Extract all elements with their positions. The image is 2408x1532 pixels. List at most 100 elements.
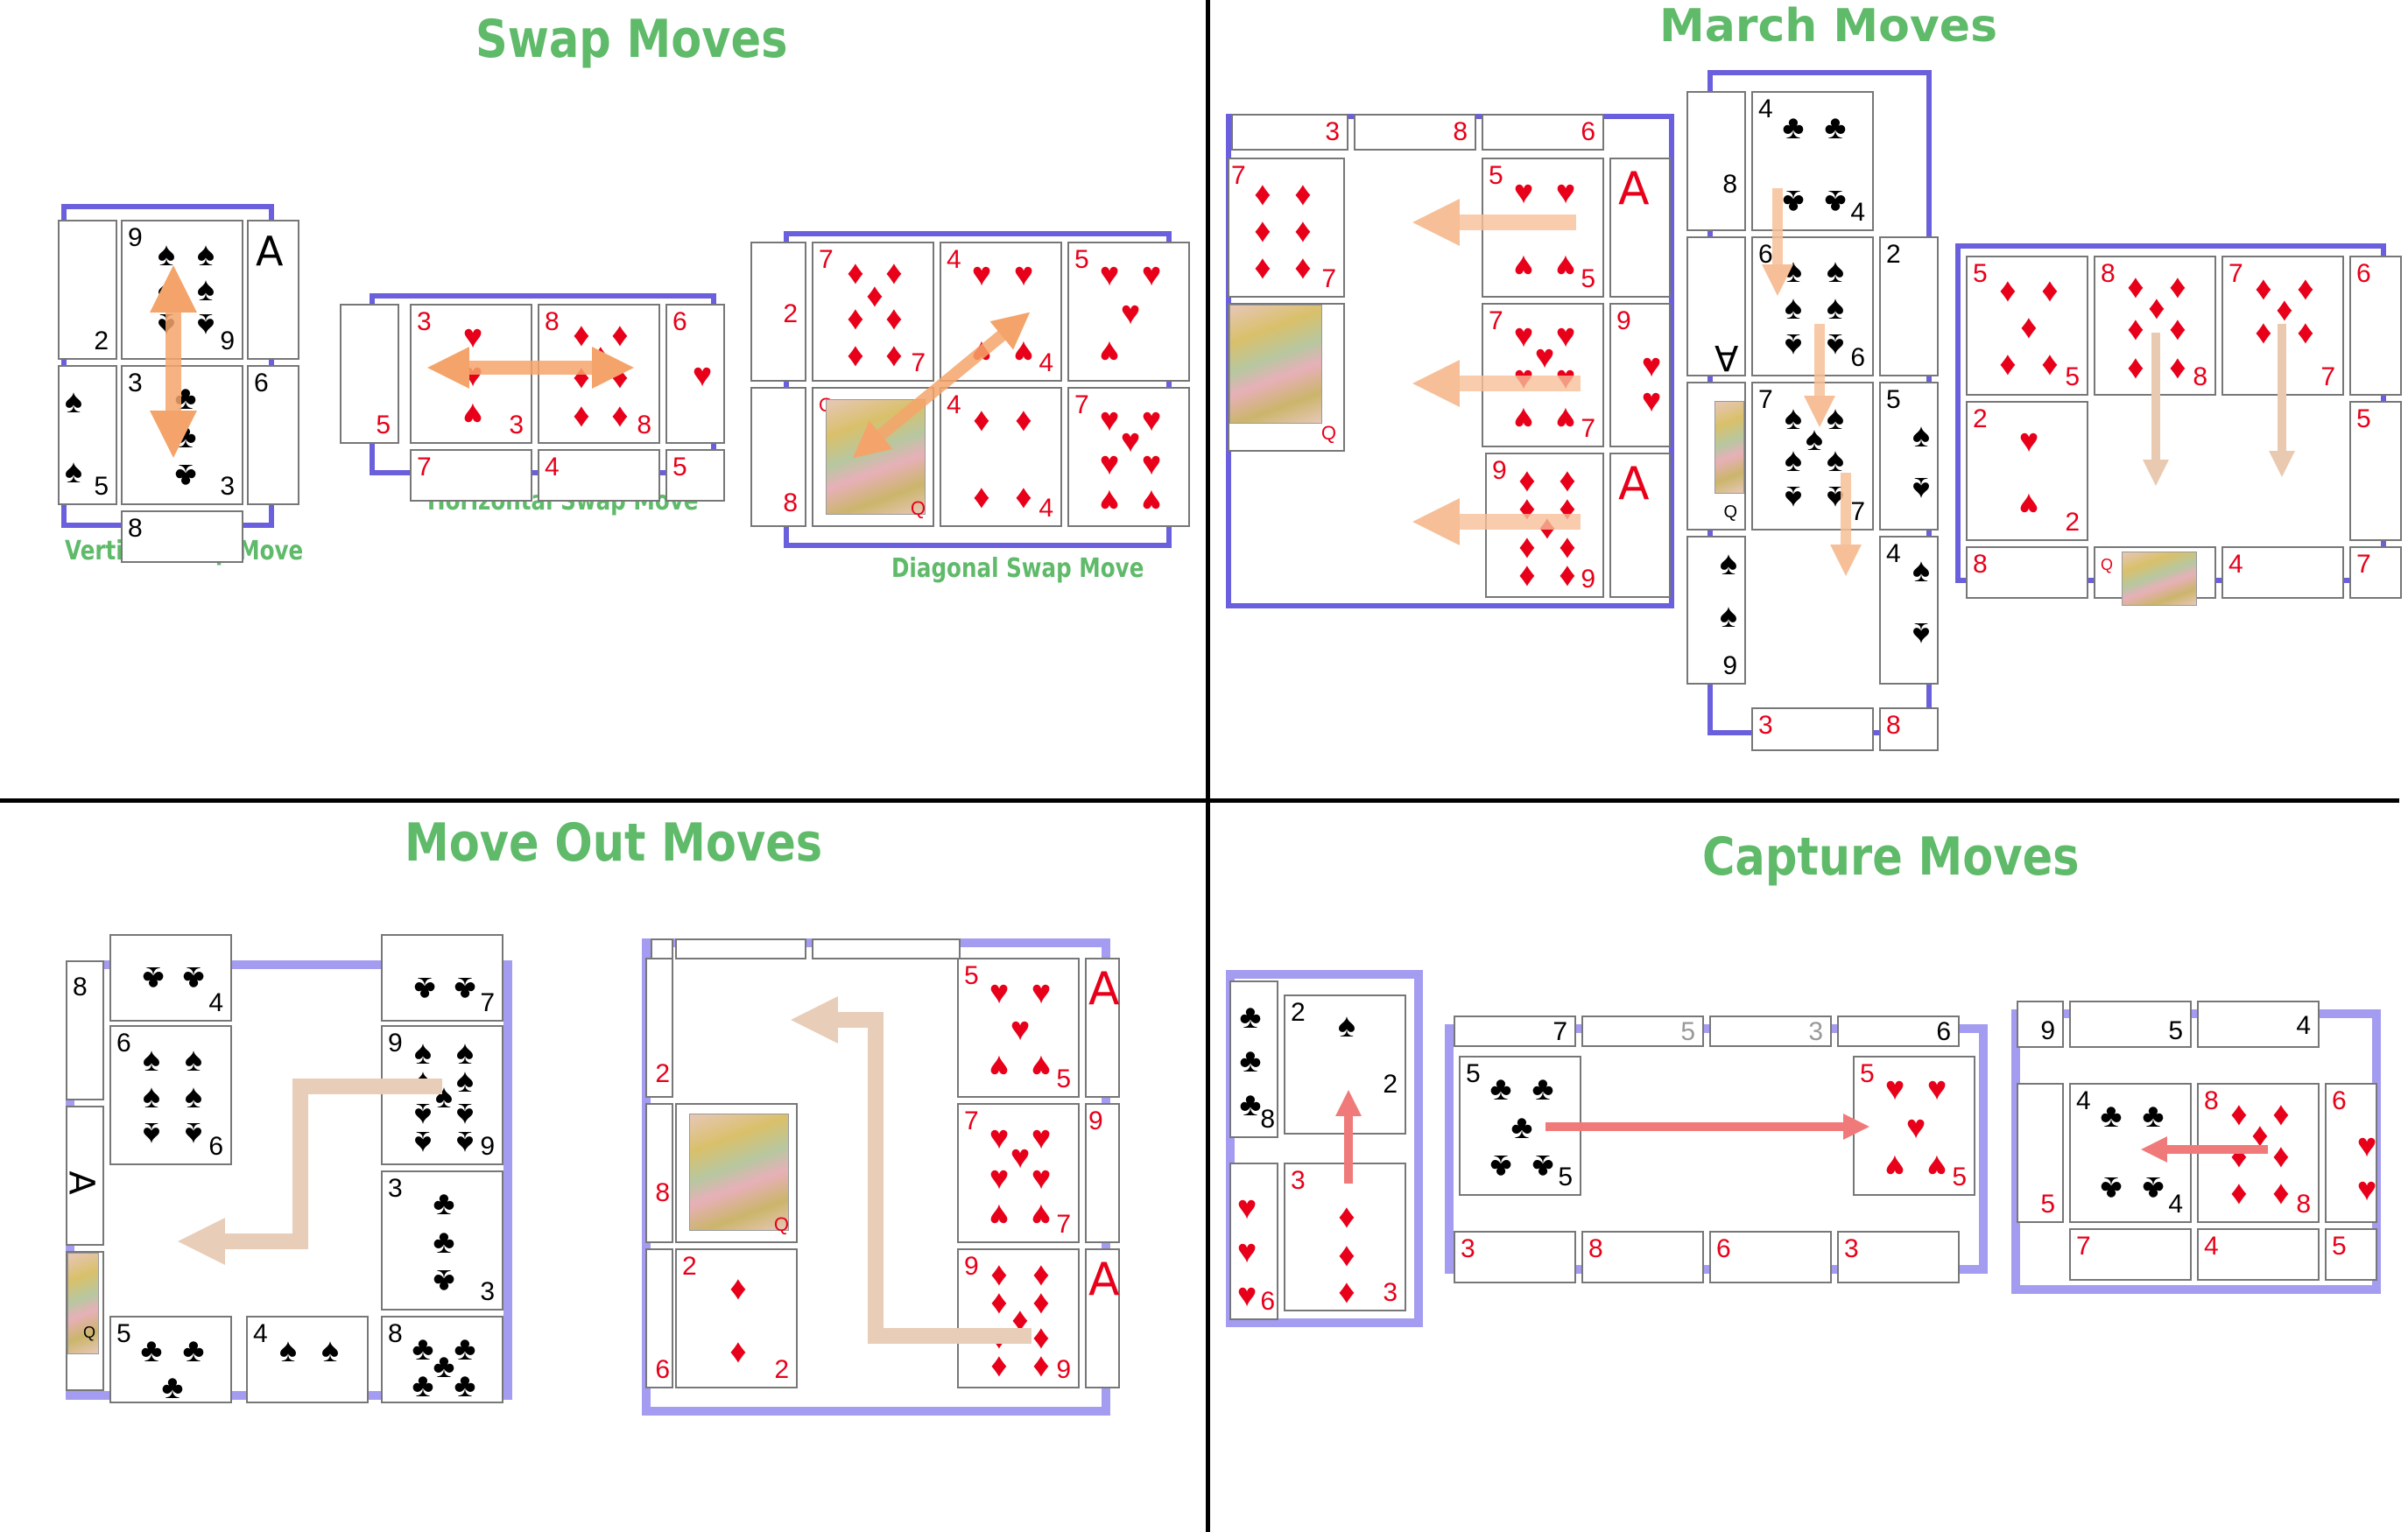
card-six-hearts-edge[interactable]: 6 ♥ xyxy=(665,304,725,444)
card-seven-edge[interactable]: 7 xyxy=(2349,546,2402,599)
card-three-clubs[interactable]: 3 3 ♣ ♣ ♣ xyxy=(121,365,243,505)
card-eight-edge[interactable]: 8 xyxy=(1966,546,2088,599)
card-seven-clubs-edge[interactable]: ♣ ♣ 7 xyxy=(381,934,503,1022)
card-ace-edge[interactable]: A xyxy=(1085,1248,1120,1388)
card-two-edge[interactable]: 2 xyxy=(1879,236,1939,376)
card-five-clubs[interactable]: 5 5 ♣ ♣ ♣ ♣ ♣ xyxy=(1459,1056,1581,1196)
card-nine-diamonds[interactable]: 9 9 ♦ ♦ ♦ ♦ ♦ ♦ ♦ ♦ ♦ xyxy=(957,1248,1080,1388)
card-five-hearts-edge[interactable]: 5 xyxy=(2325,1228,2377,1281)
card-five-spades-edge[interactable]: 5 ♠ ♠ xyxy=(1879,382,1939,531)
card-five-spades-edge-top[interactable]: 5 xyxy=(2069,1001,2192,1048)
card-seven-hearts[interactable]: 7 7 ♥ ♥ ♥ ♥ ♥ ♥ ♥ xyxy=(1482,303,1604,447)
card-five-edge[interactable]: 5 xyxy=(2349,401,2402,541)
card-two-edge[interactable]: 2 xyxy=(58,220,117,360)
card-six-edge[interactable]: 6 xyxy=(1482,114,1604,151)
card-four-hearts-edge[interactable]: 4 xyxy=(2197,1228,2320,1281)
card-seven-diamonds[interactable]: 7 7 ♦ ♦ ♦ ♦ ♦ ♦ ♦ xyxy=(812,242,934,382)
card-six-edge[interactable]: 6 xyxy=(645,1248,673,1388)
card-five-hearts[interactable]: 5 5 ♥ ♥ ♥ ♥ ♥ xyxy=(1853,1056,1975,1196)
card-ace-edge[interactable]: A xyxy=(1085,958,1120,1098)
card-two-edge[interactable]: 2 xyxy=(750,242,806,382)
card-five-hearts[interactable]: 5 5 ♥ ♥ ♥ ♥ ♥ xyxy=(957,958,1080,1098)
card-two-spades[interactable]: 2 2 ♠ xyxy=(1284,994,1406,1135)
card-two-diamonds[interactable]: 2 2 ♦ ♦ xyxy=(675,1248,798,1388)
card-five-clubs[interactable]: 5 ♣ ♣ ♣ xyxy=(109,1316,232,1404)
card-nine-spades[interactable]: 9 9 ♠ ♠ ♠ ♠ ♠ ♠ xyxy=(121,220,243,360)
card-seven-hearts[interactable]: 7 7 ♥ ♥ ♥ ♥ ♥ ♥ ♥ xyxy=(957,1103,1080,1243)
card-five-edge[interactable]: ♠ ♠ 5 xyxy=(58,365,117,505)
card-eight-edge[interactable]: 8 xyxy=(66,960,104,1100)
card-four-edge[interactable]: 4 xyxy=(2221,546,2344,599)
card-six-edge[interactable]: 6 xyxy=(247,365,299,505)
card-four-edge[interactable]: 4 xyxy=(538,449,660,502)
card-four-diamonds[interactable]: 4 4 ♦ ♦ ♦ ♦ xyxy=(940,387,1062,527)
card-four-clubs[interactable]: 4 4 ♣ ♣ ♣ ♣ xyxy=(2069,1083,2192,1223)
card-four-spades[interactable]: 4 ♠ ♠ xyxy=(246,1316,369,1403)
card-three-edge[interactable]: 3 xyxy=(1231,114,1348,151)
card-four-hearts[interactable]: 4 4 ♥ ♥ ♥ ♥ xyxy=(940,242,1062,382)
card-six-spades[interactable]: 6 6 ♠ ♠ ♠ ♠ ♠ ♠ xyxy=(109,1025,232,1165)
card-three-hearts[interactable]: 3 3 ♥ ♥ ♥ xyxy=(410,304,532,444)
card-top-edge[interactable] xyxy=(651,938,673,959)
card-three-clubs[interactable]: 3 3 ♣ ♣ ♣ xyxy=(381,1170,503,1311)
card-nine-edge-top[interactable]: 9 xyxy=(2017,1001,2064,1048)
card-two-edge[interactable]: 2 xyxy=(645,958,673,1098)
card-queen-edge[interactable]: Q xyxy=(2094,546,2216,606)
card-top-edge[interactable] xyxy=(812,938,961,959)
card-edge-top[interactable]: 7 xyxy=(1454,1015,1576,1047)
card-five-diamonds[interactable]: 5 5 ♦ ♦ ♦ ♦ ♦ xyxy=(1966,256,2088,396)
card-seven-edge[interactable]: 7 xyxy=(410,449,532,502)
card-six-edge[interactable]: 6 xyxy=(2349,256,2402,396)
card-two-hearts[interactable]: 2 2 ♥ ♥ xyxy=(1966,401,2088,541)
card-eight-diamonds[interactable]: 8 8 ♦ ♦ ♦ ♦ ♦ ♦ ♦ xyxy=(2094,256,2216,396)
card-ace-edge[interactable]: A xyxy=(1686,236,1746,377)
card-three-edge-bottom[interactable]: 3 xyxy=(1837,1231,1960,1283)
card-four-spades-edge[interactable]: 4 ♠ ♠ xyxy=(1879,536,1939,685)
card-eight-edge[interactable]: 8 xyxy=(1879,707,1939,751)
card-seven-diamonds[interactable]: 7 7 ♦ ♦ ♦ ♦ ♦ xyxy=(2221,256,2344,396)
card-five-edge[interactable]: 5 xyxy=(665,449,725,502)
card-six-hearts-edge[interactable]: ♥ ♥ ♥ 6 xyxy=(1229,1163,1278,1320)
card-four-spades-edge-top[interactable]: 4 xyxy=(2197,1001,2320,1048)
card-eight-edge[interactable]: 8 xyxy=(750,387,806,527)
card-ace-edge[interactable]: A xyxy=(1609,158,1671,298)
card-eight-clubs-edge[interactable]: ♣ ♣ ♣ 8 xyxy=(1229,980,1278,1138)
card-three-edge[interactable]: 3 xyxy=(1751,707,1874,751)
card-nine-edge[interactable]: ♠ ♠ 9 xyxy=(1686,536,1746,685)
card-edge[interactable]: 5 xyxy=(340,304,399,444)
card-eight-diamonds[interactable]: 8 8 ♦ ♦ ♦ ♦ ♦ ♦ ♦ xyxy=(538,304,660,444)
card-eight-edge-bottom[interactable]: 8 xyxy=(1581,1231,1704,1283)
card-ace-edge[interactable]: A xyxy=(247,220,299,360)
card-ace-edge[interactable]: A xyxy=(61,1106,104,1246)
card-edge-top[interactable]: 6 xyxy=(1837,1015,1960,1047)
card-queen-hearts[interactable]: Q xyxy=(675,1103,798,1243)
card-seven-hearts[interactable]: 7 ♥ ♥ ♥ ♥ ♥ ♥ ♥ xyxy=(1067,387,1190,527)
card-nine-edge[interactable]: 9 xyxy=(1085,1103,1120,1243)
card-three-edge-bottom[interactable]: 3 xyxy=(1454,1231,1576,1283)
card-seven-spades[interactable]: 7 7 ♠ ♠ ♠ ♠ ♠ ♠ ♠ xyxy=(1751,382,1874,531)
card-four-clubs-edge[interactable]: ♣ ♣ 4 xyxy=(109,934,232,1022)
card-three-diamonds[interactable]: 3 3 ♦ ♦ ♦ xyxy=(1284,1163,1406,1311)
card-edge-top[interactable]: 3 xyxy=(1709,1015,1832,1047)
card-top-edge[interactable] xyxy=(675,938,806,959)
card-eight-diamonds[interactable]: 8 8 ♦ ♦ ♦ ♦ ♦ ♦ ♦ xyxy=(2197,1083,2320,1223)
card-queen-edge[interactable]: Q xyxy=(1686,382,1746,531)
card-nine-diamonds[interactable]: 9 9 ♦ ♦ ♦ ♦ ♦ ♦ ♦ ♦ ♦ xyxy=(1485,453,1604,598)
card-nine-hearts-edge[interactable]: 9 ♥ ♥ xyxy=(1609,303,1671,447)
card-six-spades[interactable]: 6 6 ♠ ♠ ♠ ♠ ♠ ♠ xyxy=(1751,236,1874,376)
card-eight-clubs[interactable]: 8 ♣ ♣ ♣ ♣ ♣ xyxy=(381,1316,503,1403)
card-edge-top[interactable]: 5 xyxy=(1581,1015,1704,1047)
card-four-clubs[interactable]: 4 4 ♣ ♣ ♣ ♣ xyxy=(1751,91,1874,231)
card-five-hearts[interactable]: 5 ♥ ♥ ♥ ♥ xyxy=(1067,242,1190,382)
card-queen-hearts[interactable]: Q Q xyxy=(812,387,934,527)
card-five-edge[interactable]: 5 xyxy=(2017,1083,2064,1223)
card-queen-hearts[interactable]: Q xyxy=(1228,303,1345,452)
card-eight-edge[interactable]: 8 xyxy=(1354,114,1476,151)
card-nine-spades[interactable]: 9 9 ♠ ♠ ♠ ♠ ♠ ♠ ♠ ♠ ♠ xyxy=(381,1025,503,1165)
card-five-hearts[interactable]: 5 5 ♥ ♥ ♥ ♥ xyxy=(1482,158,1604,298)
card-six-edge-bottom[interactable]: 6 xyxy=(1709,1231,1832,1283)
card-six-edge[interactable]: 6 ♥ ♥ xyxy=(2325,1083,2377,1223)
card-seven-diamonds[interactable]: 7 7 ♦ ♦ ♦ ♦ ♦ ♦ xyxy=(1228,158,1345,298)
card-seven-diamonds-edge[interactable]: 7 xyxy=(2069,1228,2192,1281)
card-eight-edge[interactable]: 8 xyxy=(121,510,243,563)
